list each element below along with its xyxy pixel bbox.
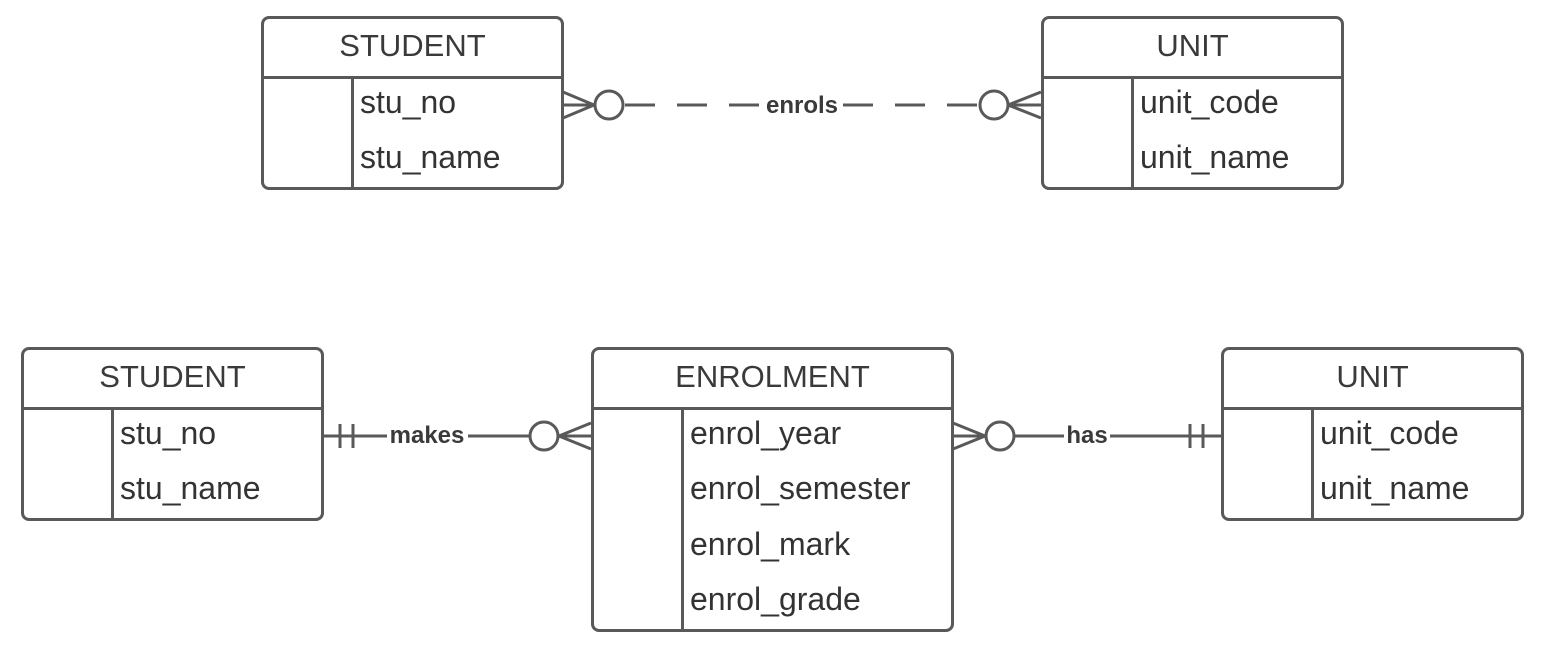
key-column-divider bbox=[681, 410, 684, 629]
crowfoot-unit-end bbox=[978, 89, 1042, 121]
entity-title: UNIT bbox=[1044, 19, 1341, 79]
key-column-divider bbox=[351, 79, 354, 187]
one-bar-student-end bbox=[338, 424, 355, 448]
entity-title: UNIT bbox=[1224, 350, 1521, 410]
entity-attributes: enrol_year enrol_semester enrol_mark enr… bbox=[594, 410, 951, 629]
attribute: stu_no bbox=[120, 415, 217, 451]
entity-student-bottom: STUDENT stu_no stu_name bbox=[21, 347, 324, 521]
key-column-divider bbox=[1131, 79, 1134, 187]
attribute: enrol_semester bbox=[690, 470, 911, 506]
key-column-divider bbox=[111, 410, 114, 518]
entity-enrolment: ENROLMENT enrol_year enrol_semester enro… bbox=[591, 347, 954, 632]
attribute: unit_code bbox=[1140, 84, 1279, 120]
relationship-label-has: has bbox=[1066, 422, 1107, 449]
entity-attributes: stu_no stu_name bbox=[24, 410, 321, 518]
key-column-divider bbox=[1311, 410, 1314, 518]
entity-student-top: STUDENT stu_no stu_name bbox=[261, 16, 564, 190]
relationship-label-enrols: enrols bbox=[766, 92, 838, 119]
attribute: unit_code bbox=[1320, 415, 1459, 451]
entity-title: STUDENT bbox=[24, 350, 321, 410]
attribute: stu_name bbox=[360, 139, 501, 175]
entity-attributes: unit_code unit_name bbox=[1044, 79, 1341, 187]
entity-title: ENROLMENT bbox=[594, 350, 951, 410]
entity-unit-bottom: UNIT unit_code unit_name bbox=[1221, 347, 1524, 521]
crowfoot-student-end bbox=[562, 89, 625, 121]
crowfoot-enrolment-left-end bbox=[528, 420, 592, 452]
attribute: stu_name bbox=[120, 470, 261, 506]
crowfoot-enrolment-right-end bbox=[952, 420, 1016, 452]
attribute: enrol_year bbox=[690, 415, 842, 451]
entity-title: STUDENT bbox=[264, 19, 561, 79]
entity-attributes: unit_code unit_name bbox=[1224, 410, 1521, 518]
attribute: stu_no bbox=[360, 84, 457, 120]
attribute: enrol_mark bbox=[690, 526, 851, 562]
one-bar-unit-end bbox=[1188, 424, 1205, 448]
entity-unit-top: UNIT unit_code unit_name bbox=[1041, 16, 1344, 190]
attribute: unit_name bbox=[1320, 470, 1470, 506]
entity-attributes: stu_no stu_name bbox=[264, 79, 561, 187]
attribute: enrol_grade bbox=[690, 581, 861, 617]
attribute: unit_name bbox=[1140, 139, 1290, 175]
relationship-label-makes: makes bbox=[390, 422, 465, 449]
